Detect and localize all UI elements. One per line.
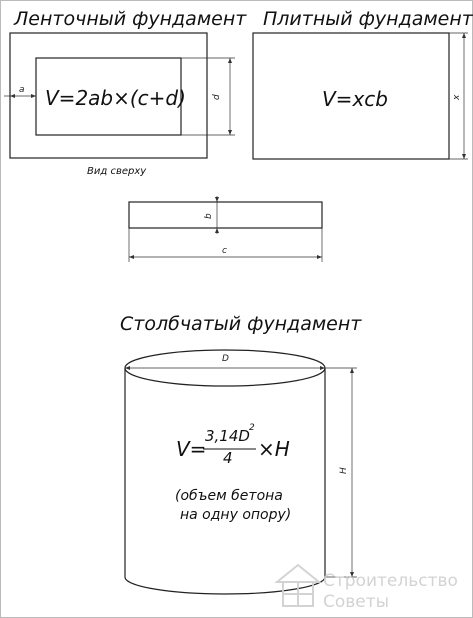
- dim-b-arrow: [215, 197, 219, 202]
- watermark-line1: Строительство: [323, 571, 458, 591]
- column-formula-suffix: ×H: [258, 437, 290, 461]
- dim-H-label: H: [339, 467, 349, 474]
- dim-b-arrow: [215, 228, 219, 233]
- dim-D-arrow: [125, 366, 130, 370]
- dim-b-label: b: [204, 213, 214, 219]
- dim-a-arrow: [31, 94, 36, 98]
- strip-inner-outline: [35, 57, 182, 136]
- column-formula-numerator: 3,14D: [205, 427, 250, 445]
- dim-D-arrow: [320, 366, 325, 370]
- house-logo-icon: [274, 563, 322, 607]
- dim-H-arrow: [350, 572, 354, 577]
- concrete-volume-note-line1: (объем бетона: [175, 488, 283, 504]
- watermark-line2: Советы: [323, 592, 389, 612]
- column-foundation-title: Столбчатый фундамент: [120, 313, 362, 335]
- column-formula-prefix: V=: [176, 437, 206, 461]
- dim-c-arrow: [317, 255, 322, 259]
- watermark: Строительство Советы: [274, 563, 458, 612]
- concrete-volume-note-line2: на одну опору): [180, 507, 291, 523]
- dim-d-arrow: [228, 58, 232, 63]
- top-view-caption: Вид сверху: [87, 166, 147, 177]
- column-formula-denominator: 4: [223, 449, 233, 467]
- dim-a-arrow: [10, 94, 15, 98]
- dim-c-arrow: [129, 255, 134, 259]
- slab-outline: [252, 32, 450, 160]
- strip-foundation-title: Ленточный фундамент: [13, 8, 247, 30]
- dim-d-label: d: [212, 94, 222, 100]
- cylinder-body: [124, 368, 326, 595]
- dim-d-arrow: [228, 130, 232, 135]
- dim-D-label: D: [222, 354, 229, 364]
- dim-a-label: a: [19, 85, 25, 95]
- slab-foundation-title: Плитный фундамент: [263, 8, 473, 30]
- slab-volume-formula: V=xcb: [322, 87, 388, 111]
- dim-x-arrow: [462, 154, 466, 159]
- section-outline: [128, 201, 323, 229]
- dim-c-label: c: [222, 246, 227, 256]
- dim-H-arrow: [350, 368, 354, 373]
- dim-x-label: x: [452, 94, 462, 101]
- column-formula-exponent: 2: [249, 423, 255, 433]
- strip-volume-formula: V=2ab×(c+d): [45, 86, 186, 110]
- dim-x-arrow: [462, 33, 466, 38]
